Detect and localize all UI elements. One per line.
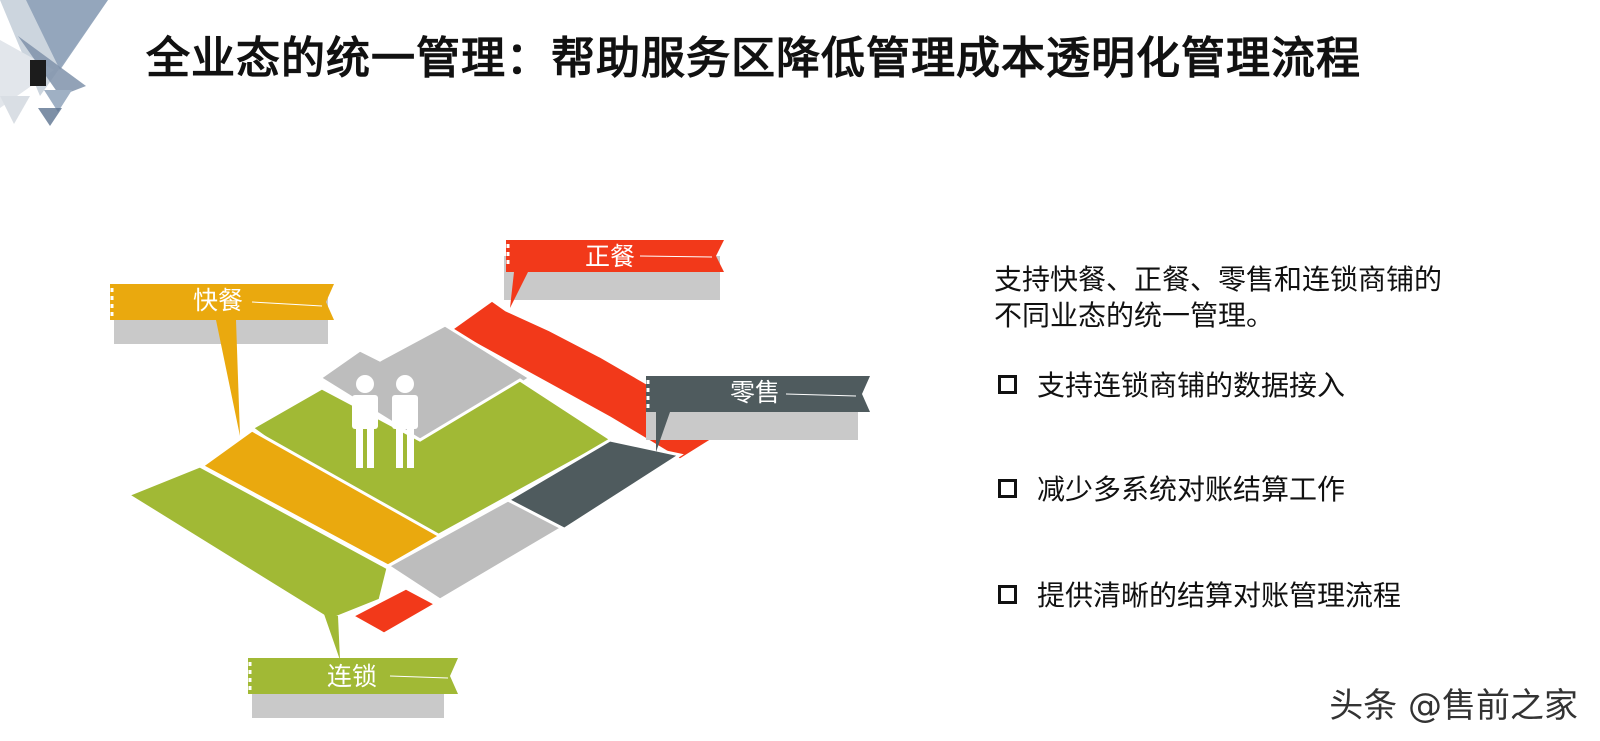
tag-lingshou: 零售 <box>646 376 870 452</box>
checkbox-square-icon <box>998 374 1017 394</box>
watermark: 头条 @售前之家 <box>1329 686 1578 726</box>
tag-label-lingshou: 零售 <box>730 378 780 407</box>
corner-logo <box>0 0 108 126</box>
tag-zhengcan: 正餐 <box>504 240 724 308</box>
tag-label-liansuo: 连锁 <box>327 662 377 691</box>
bullet-item: 支持连锁商铺的数据接入 <box>998 364 1345 404</box>
green-block-lower <box>124 464 390 622</box>
red-block-front <box>348 586 440 636</box>
tag-kuaican: 快餐 <box>110 284 334 436</box>
person-icon <box>392 375 418 468</box>
bullet-text: 减少多系统对账结算工作 <box>1037 473 1346 506</box>
intro-text: 支持快餐、正餐、零售和连锁商铺的不同业态的统一管理。 <box>994 263 1443 332</box>
checkbox-square-icon <box>998 478 1017 498</box>
bullet-item: 提供清晰的结算对账管理流程 <box>998 574 1401 614</box>
bullet-text: 提供清晰的结算对账管理流程 <box>1037 579 1402 612</box>
gray-block-lower <box>385 498 566 602</box>
business-format-diagram: 正餐 快餐 零售 连锁 <box>110 240 870 718</box>
bullet-item: 减少多系统对账结算工作 <box>998 468 1345 508</box>
checkbox-square-icon <box>998 584 1017 604</box>
tag-label-zhengcan: 正餐 <box>585 242 635 271</box>
bullet-text: 支持连锁商铺的数据接入 <box>1037 369 1346 402</box>
slide-title: 全业态的统一管理：帮助服务区降低管理成本透明化管理流程 <box>146 33 1361 84</box>
tag-liansuo: 连锁 <box>248 614 458 718</box>
tag-label-kuaican: 快餐 <box>193 286 243 315</box>
person-icon <box>352 375 378 468</box>
